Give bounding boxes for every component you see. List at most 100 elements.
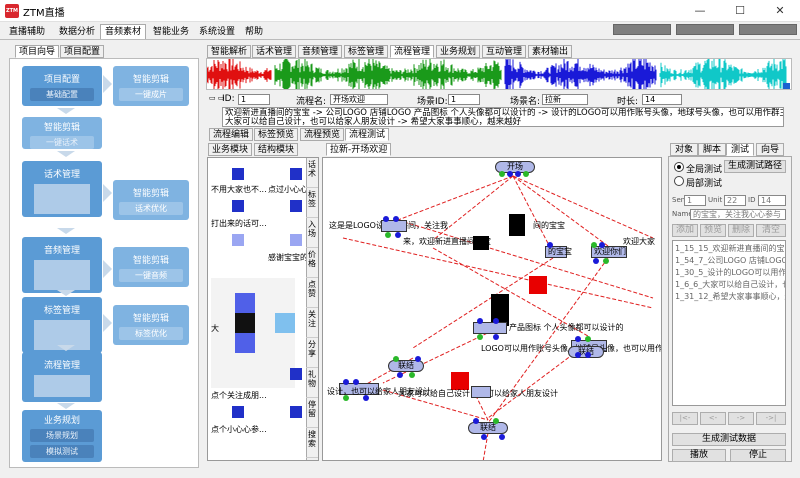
menu-live-assist[interactable]: 直播辅助 [9, 27, 46, 37]
last-button[interactable]: ->| [756, 412, 786, 425]
module-icon[interactable] [290, 406, 302, 418]
module-icon[interactable] [290, 168, 302, 180]
connector-dot[interactable] [395, 232, 401, 238]
menu-system-settings[interactable]: 系统设置 [199, 27, 236, 37]
connector-dot[interactable] [343, 379, 349, 385]
scene-id-field[interactable]: 1 [448, 94, 480, 105]
connector-dot[interactable] [523, 171, 529, 177]
menu-smart-business[interactable]: 智能业务 [153, 27, 190, 37]
connector-dot[interactable] [353, 379, 359, 385]
tab-script[interactable]: 脚本 [698, 143, 727, 156]
list-item[interactable]: 1_31_12_希望大家事事顺心，越 [675, 292, 786, 301]
generate-test-data-button[interactable]: 生成测试数据 [672, 433, 786, 446]
connector-dot[interactable] [499, 434, 505, 440]
flow-name-field[interactable]: 开场欢迎 [330, 94, 388, 105]
tab-tag-manage[interactable]: 标签管理 [344, 45, 389, 58]
menu-data-analysis[interactable]: 数据分析 [59, 27, 96, 37]
tab-script-manage[interactable]: 话术管理 [252, 45, 297, 58]
duration-field[interactable]: 14 [642, 94, 682, 105]
stop-button[interactable]: 停止 [730, 449, 786, 462]
connector-dot[interactable] [385, 232, 391, 238]
vertical-tab[interactable]: 标签 [306, 190, 318, 218]
tab-project-config[interactable]: 项目配置 [60, 45, 105, 58]
connector-dot[interactable] [547, 242, 553, 248]
radio-global-test[interactable] [674, 162, 684, 172]
tab-test[interactable]: 测试 [726, 143, 755, 156]
connector-dot[interactable] [481, 434, 487, 440]
step-sub-button[interactable]: 模拟测试 [30, 445, 94, 458]
step-script-manage[interactable]: 话术管理 [22, 161, 102, 217]
audio-waveform[interactable] [206, 58, 792, 90]
connect-node[interactable]: 联结 [388, 360, 424, 372]
connector-dot[interactable] [599, 242, 605, 248]
step-flow-manage[interactable]: 流程管理 [22, 352, 102, 402]
list-item[interactable]: 1_54_7_公司LOGO 店铺LOGO [675, 256, 786, 265]
connector-dot[interactable] [507, 171, 513, 177]
step-smart-edit-1[interactable]: 智能剪辑 一键成片 [113, 66, 189, 106]
step-smart-edit-5[interactable]: 智能剪辑 标签优化 [113, 305, 189, 345]
tab-structure-module[interactable]: 结构模块 [254, 143, 299, 156]
menu-help[interactable]: 帮助 [245, 27, 264, 37]
delete-button[interactable]: 删除 [728, 224, 754, 237]
connector-dot[interactable] [383, 216, 389, 222]
sen-field[interactable]: 1 [684, 195, 706, 206]
connector-dot[interactable] [409, 372, 415, 378]
connector-dot[interactable] [477, 334, 483, 340]
scroll-thumb[interactable] [783, 83, 790, 89]
vertical-tab[interactable]: 点赞 [306, 280, 318, 308]
vertical-tab[interactable]: 价格 [306, 250, 318, 278]
module-icon[interactable] [290, 234, 302, 246]
connector-dot[interactable] [515, 171, 521, 177]
module-icon[interactable] [275, 313, 295, 333]
test-result-list[interactable]: 1_15_15_欢迎新进直播间的宝宝 1_54_7_公司LOGO 店铺LOGO … [672, 240, 786, 406]
preview-button[interactable]: 预览 [700, 224, 726, 237]
vertical-tab[interactable]: 关注 [306, 310, 318, 338]
id-field-test[interactable]: 14 [758, 195, 786, 206]
maximize-button[interactable]: ☐ [735, 4, 745, 17]
connector-dot[interactable] [499, 171, 505, 177]
connector-dot[interactable] [585, 352, 591, 358]
connector-dot[interactable] [343, 395, 349, 401]
module-icon[interactable] [232, 234, 244, 246]
vertical-tab[interactable]: 搜索 [306, 430, 318, 458]
tab-canvas-scene[interactable]: 拉新-开场欢迎 [326, 143, 392, 156]
step-smart-edit-3[interactable]: 智能剪辑 话术优化 [113, 180, 189, 220]
module-icon[interactable] [232, 168, 244, 180]
toolbar-button-2[interactable] [676, 24, 734, 35]
connector-dot[interactable] [473, 418, 479, 424]
tab-material-output[interactable]: 素材输出 [528, 45, 573, 58]
module-icon[interactable] [235, 313, 255, 333]
clear-button[interactable]: 清空 [756, 224, 786, 237]
first-button[interactable]: |<- [672, 412, 698, 425]
connector-dot[interactable] [575, 336, 581, 342]
unit-field[interactable]: 22 [724, 195, 746, 206]
vertical-tab[interactable]: 礼物 [306, 370, 318, 398]
flow-node[interactable]: 欢迎你们 [591, 246, 627, 258]
list-item[interactable]: 1_6_6_大家可以给自己设计，也 [675, 280, 786, 289]
step-sub-button[interactable]: 场景规划 [30, 429, 94, 442]
tab-guide[interactable]: 向导 [756, 143, 785, 156]
tab-object[interactable]: 对象 [670, 143, 699, 156]
tab-flow-preview[interactable]: 流程预览 [300, 128, 345, 141]
step-sub-button[interactable]: 一键成片 [119, 88, 183, 101]
connector-dot[interactable] [415, 356, 421, 362]
step-business-plan[interactable]: 业务规划 场景规划 模拟测试 [22, 410, 102, 462]
step-sub-button[interactable]: 一键话术 [30, 136, 94, 149]
scene-name-field[interactable]: 拉新 [542, 94, 588, 105]
module-icon[interactable] [235, 333, 255, 353]
generate-path-button[interactable]: 生成测试路径 [724, 160, 786, 173]
connector-dot[interactable] [477, 318, 483, 324]
tab-business-module[interactable]: 业务模块 [208, 143, 253, 156]
connector-dot[interactable] [493, 334, 499, 340]
connector-dot[interactable] [393, 356, 399, 362]
toolbar-button-1[interactable] [613, 24, 671, 35]
flow-node[interactable] [471, 386, 491, 398]
vertical-tab[interactable]: 话术 [306, 160, 318, 188]
step-project-config[interactable]: 项目配置 基础配置 [22, 66, 102, 106]
vertical-tab[interactable]: 分享 [306, 340, 318, 368]
connector-dot[interactable] [397, 372, 403, 378]
id-field[interactable]: 1 [238, 94, 270, 105]
flow-node[interactable] [473, 322, 507, 334]
connector-dot[interactable] [603, 258, 609, 264]
list-item[interactable]: 1_15_15_欢迎新进直播间的宝宝 [675, 244, 786, 253]
